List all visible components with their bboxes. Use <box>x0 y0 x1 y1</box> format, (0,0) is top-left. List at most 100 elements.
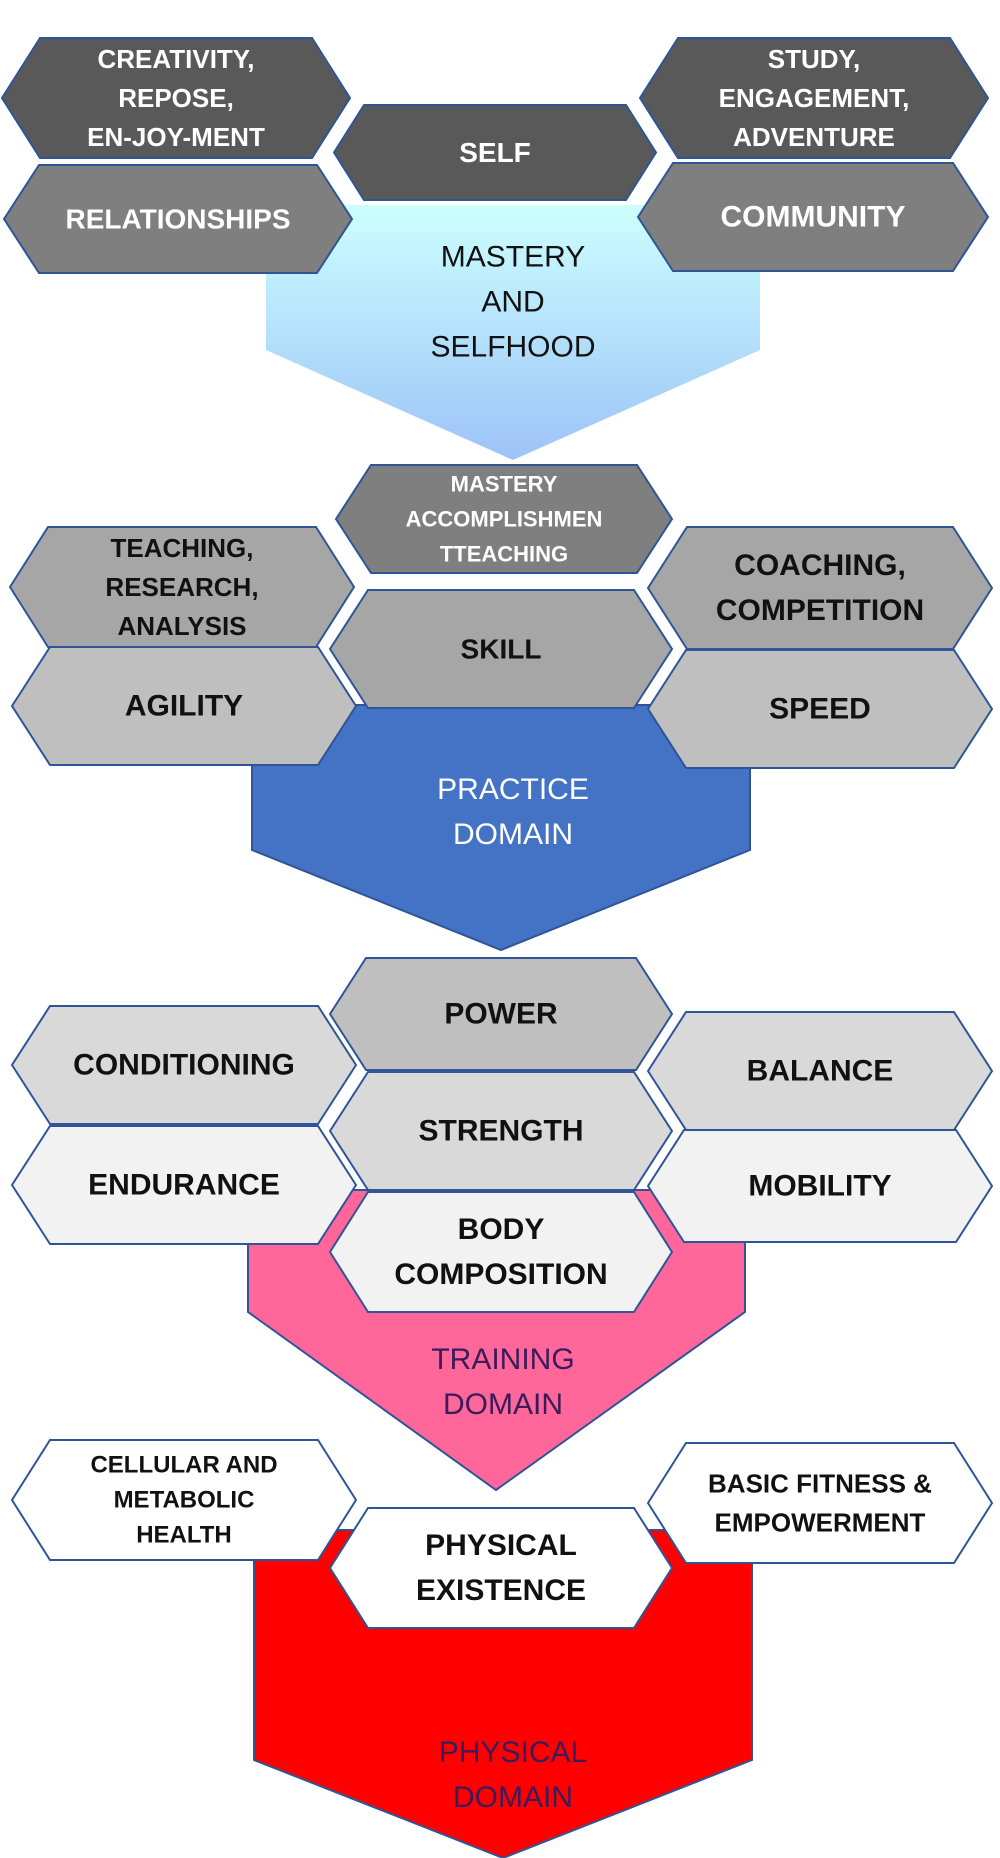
training-domain-label: TRAINING DOMAIN <box>431 1343 574 1421</box>
label-line: MOBILITY <box>748 1170 891 1203</box>
label-line: EN-JOY-MENT <box>87 122 265 152</box>
label-line: BASIC FITNESS & <box>708 1469 932 1499</box>
label-line: TRAINING <box>431 1343 574 1376</box>
label-line: RELATIONSHIPS <box>65 204 290 235</box>
label-line: BALANCE <box>747 1055 894 1088</box>
label-line: EMPOWERMENT <box>715 1508 926 1538</box>
label-line: SELF <box>459 137 531 168</box>
hex-basic-fitness-empowerment: BASIC FITNESS & EMPOWERMENT <box>646 1442 994 1564</box>
hex-endurance: ENDURANCE <box>10 1125 358 1245</box>
hex-speed: SPEED <box>646 649 994 769</box>
label-line: RESEARCH, <box>105 572 258 602</box>
hex-label: COMMUNITY <box>721 201 906 234</box>
domain-mastery-and-selfhood: MASTERY AND SELFHOOD <box>266 205 760 460</box>
hex-label: SKILL <box>461 634 542 665</box>
hex-label: BODY COMPOSITION <box>394 1213 607 1291</box>
hex-shape <box>646 1129 994 1243</box>
label-line: COACHING, <box>734 549 906 582</box>
hex-shape <box>328 1071 674 1191</box>
hex-balance: BALANCE <box>646 1011 994 1131</box>
hex-label: STUDY, ENGAGEMENT, ADVENTURE <box>719 44 910 152</box>
label-line: BODY <box>458 1213 545 1246</box>
label-line: ENGAGEMENT, <box>719 83 910 113</box>
hex-shape <box>0 37 352 159</box>
hex-coaching-competition: COACHING, COMPETITION <box>646 526 994 650</box>
label-line: MASTERY <box>441 241 585 274</box>
hex-label: SELF <box>459 137 531 168</box>
hex-shape <box>646 1442 994 1564</box>
hex-label: BASIC FITNESS & EMPOWERMENT <box>708 1469 932 1538</box>
hex-conditioning: CONDITIONING <box>10 1005 358 1125</box>
label-line: ANALYSIS <box>117 611 246 641</box>
hex-creativity-repose-enjoyment: CREATIVITY, REPOSE, EN-JOY-MENT <box>0 37 352 159</box>
hex-shape <box>10 1439 358 1561</box>
hex-shape <box>646 649 994 769</box>
hex-shape <box>334 464 674 574</box>
label-line: REPOSE, <box>118 83 234 113</box>
hex-label: TEACHING, RESEARCH, ANALYSIS <box>105 533 258 641</box>
hex-shape <box>328 589 674 709</box>
label-line: SKILL <box>461 634 542 665</box>
hex-study-engagement-adventure: STUDY, ENGAGEMENT, ADVENTURE <box>638 37 990 159</box>
label-line: AGILITY <box>125 690 243 723</box>
label-line: COMPOSITION <box>394 1258 607 1291</box>
hex-mobility: MOBILITY <box>646 1129 994 1243</box>
practice-domain-label: PRACTICE DOMAIN <box>437 773 589 851</box>
label-line: ADVENTURE <box>733 122 895 152</box>
hex-shape <box>10 646 358 766</box>
hex-shape <box>328 1507 674 1629</box>
hex-label: RELATIONSHIPS <box>65 204 290 235</box>
label-line: HEALTH <box>136 1522 232 1549</box>
hex-self: SELF <box>332 104 658 201</box>
hex-relationships: RELATIONSHIPS <box>2 164 354 274</box>
label-line: DOMAIN <box>453 1781 573 1814</box>
hex-label: AGILITY <box>125 690 243 723</box>
hex-label: COACHING, COMPETITION <box>716 549 924 627</box>
label-line: METABOLIC <box>114 1487 255 1514</box>
label-line: DOMAIN <box>453 818 573 851</box>
label-line: PHYSICAL <box>425 1529 577 1562</box>
label-line: SELFHOOD <box>430 331 595 364</box>
hex-power: POWER <box>328 957 674 1071</box>
label-line: TEACHING, <box>111 533 254 563</box>
hex-label: CELLULAR AND METABOLIC HEALTH <box>90 1452 277 1549</box>
mastery-domain-label: MASTERY AND SELFHOOD <box>430 241 595 364</box>
hex-label: POWER <box>444 998 558 1031</box>
hex-shape <box>328 957 674 1071</box>
hex-skill: SKILL <box>328 589 674 709</box>
hex-label: MOBILITY <box>748 1170 891 1203</box>
hex-label: CREATIVITY, REPOSE, EN-JOY-MENT <box>87 44 265 152</box>
hex-label: CONDITIONING <box>73 1049 295 1082</box>
hex-agility: AGILITY <box>10 646 358 766</box>
hex-label: BALANCE <box>747 1055 894 1088</box>
hex-shape <box>638 37 990 159</box>
hex-community: COMMUNITY <box>636 162 990 272</box>
label-line: AND <box>481 286 544 319</box>
hex-shape <box>10 1005 358 1125</box>
label-line: PHYSICAL <box>439 1736 587 1769</box>
hex-shape <box>332 104 658 201</box>
label-line: STRENGTH <box>419 1115 584 1148</box>
label-line: COMMUNITY <box>721 201 906 234</box>
hex-cellular-metabolic-health: CELLULAR AND METABOLIC HEALTH <box>10 1439 358 1561</box>
label-line: ACCOMPLISHMEN <box>406 507 603 532</box>
label-line: COMPETITION <box>716 594 924 627</box>
hex-shape <box>328 1191 674 1313</box>
label-line: DOMAIN <box>443 1388 563 1421</box>
hex-shape <box>2 164 354 274</box>
label-line: CONDITIONING <box>73 1049 295 1082</box>
physical-domain-label: PHYSICAL DOMAIN <box>439 1736 587 1814</box>
hex-label: ENDURANCE <box>88 1169 280 1202</box>
label-line: ENDURANCE <box>88 1169 280 1202</box>
label-line: PRACTICE <box>437 773 589 806</box>
label-line: CELLULAR AND <box>90 1452 277 1479</box>
hex-teaching-research-analysis: TEACHING, RESEARCH, ANALYSIS <box>8 526 356 648</box>
hex-strength: STRENGTH <box>328 1071 674 1191</box>
label-line: CREATIVITY, <box>98 44 255 74</box>
label-line: STUDY, <box>768 44 860 74</box>
hex-shape <box>10 1125 358 1245</box>
